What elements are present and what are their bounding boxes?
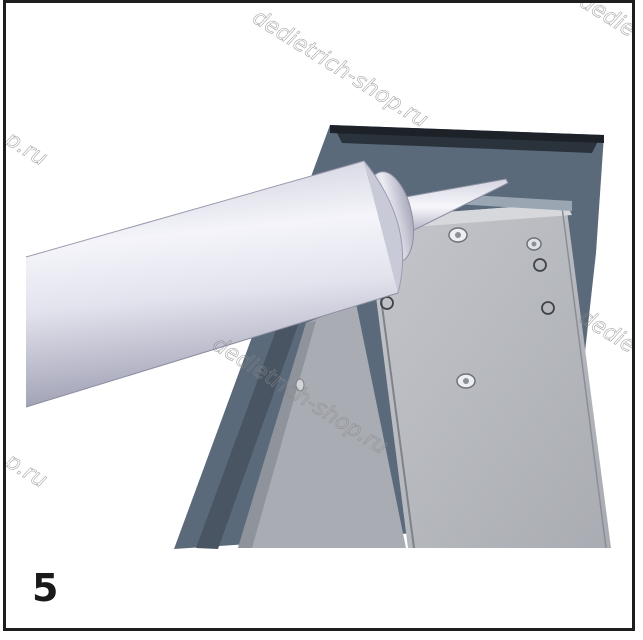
watermark-fragment-left-top: p.ru bbox=[6, 126, 51, 171]
step-number: 5 bbox=[32, 566, 59, 610]
watermark-text-top: dedietrich-shop.ru bbox=[248, 5, 432, 133]
watermark-text-top-right: dedietrich-shop.ru bbox=[575, 3, 635, 117]
sealing-illustration: dedietrich-shop.ru dedietrich-shop.ru de… bbox=[6, 3, 635, 549]
watermark-fragment-left-bottom: p.ru bbox=[6, 448, 51, 493]
bracket-left-wall bbox=[238, 303, 406, 548]
sealant-cartridge-icon bbox=[25, 160, 509, 408]
figure-frame: dedietrich-shop.ru dedietrich-shop.ru de… bbox=[3, 0, 635, 631]
